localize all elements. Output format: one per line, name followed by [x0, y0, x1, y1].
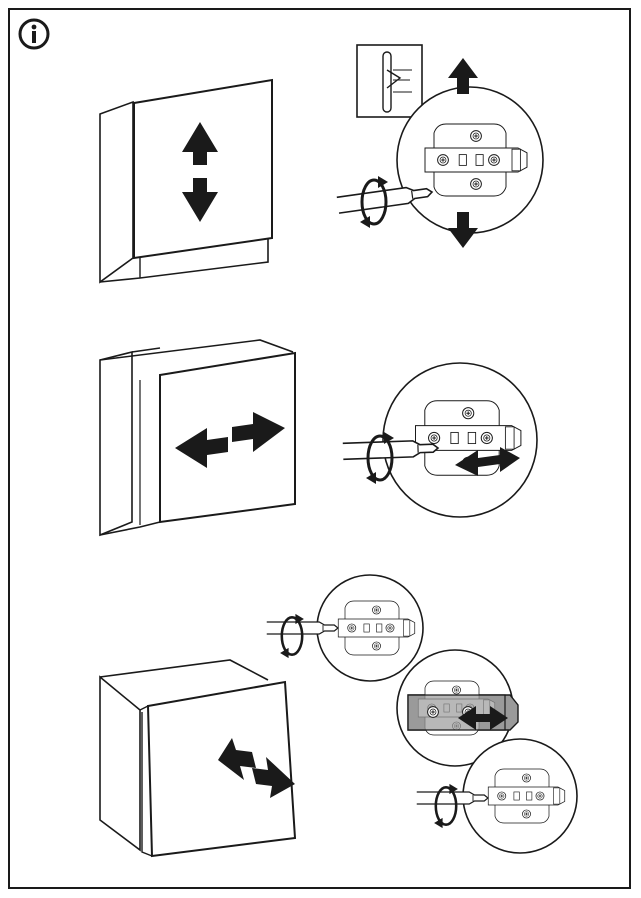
rotate-icon	[278, 612, 306, 660]
hinge-detail	[382, 362, 538, 518]
arrow-down	[448, 212, 478, 248]
rotate-icon	[432, 782, 460, 830]
hinge-detail	[396, 86, 544, 234]
double-depth-arrow	[218, 738, 295, 798]
double-vertical-arrow	[182, 122, 218, 222]
info-icon	[18, 18, 50, 50]
step-vertical	[99, 44, 544, 284]
cabinet-door	[99, 78, 273, 284]
arrow-up	[448, 58, 478, 94]
page-border	[8, 8, 631, 889]
step-horizontal	[99, 339, 538, 537]
double-horizontal-arrow	[175, 412, 285, 468]
hinge-detail-2	[396, 649, 519, 767]
step-depth	[99, 574, 578, 858]
arrow-in-out	[458, 706, 508, 730]
arrow-left-right	[455, 447, 520, 476]
cabinet-door	[99, 659, 297, 858]
inset-slot-detail	[356, 44, 423, 118]
